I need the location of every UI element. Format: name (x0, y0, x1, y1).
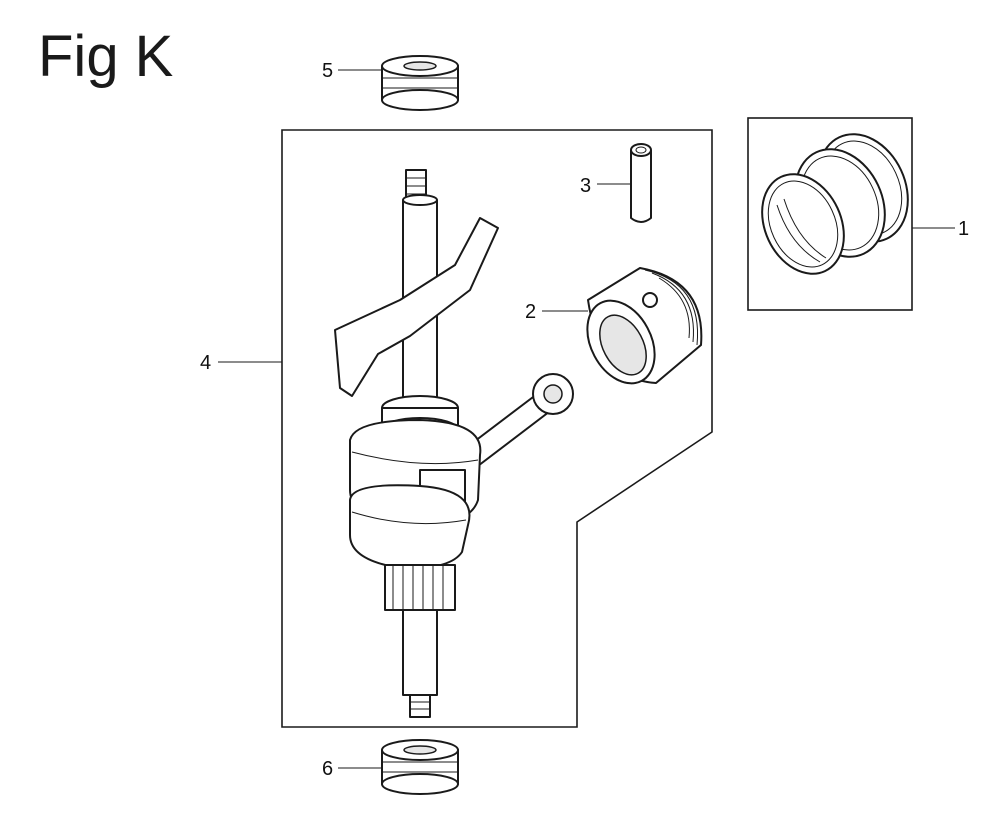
piston-pin (630, 143, 652, 223)
oil-seal-top (381, 55, 459, 111)
callout-2: 2 (525, 301, 536, 323)
callout-1: 1 (958, 218, 969, 240)
callout-4: 4 (200, 352, 211, 374)
figure-title: Fig K (38, 24, 174, 89)
piston (586, 267, 703, 385)
piston-rings (761, 133, 909, 275)
assembly-bracket-4 (281, 129, 713, 728)
callout-6: 6 (322, 758, 333, 780)
callout-3: 3 (580, 175, 591, 197)
oil-seal-bottom (381, 739, 459, 795)
crankshaft-assembly (334, 169, 574, 718)
callout-5: 5 (322, 60, 333, 82)
ring-set-box (747, 117, 913, 311)
